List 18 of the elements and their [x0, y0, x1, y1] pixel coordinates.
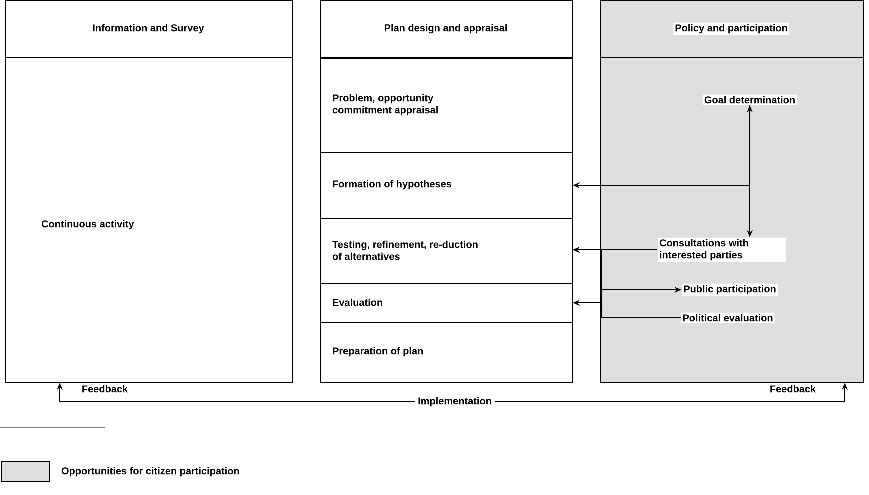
stage-box: Evaluation: [320, 283, 573, 323]
feedback-label: Feedback: [770, 385, 816, 393]
participation-text: Consultations with interested parties: [658, 238, 786, 262]
edge-label: Implementation: [415, 394, 495, 410]
activity-text: Continuous activity: [42, 220, 134, 230]
participation-text: Public participation: [682, 284, 778, 296]
column-heading: Plan design and appraisal: [382, 22, 510, 36]
column-box: [600, 0, 864, 383]
column-heading: Information and Survey: [91, 22, 206, 36]
stage-box: Preparation of plan: [320, 322, 573, 383]
feedback-label: Feedback: [82, 385, 128, 393]
stage-box: Problem, opportunity commitment appraisal: [320, 58, 573, 153]
column-heading: Policy and participation: [674, 22, 790, 36]
participation-text: Political evaluation: [681, 312, 775, 324]
column-box: [4, 0, 293, 383]
stage-box: Testing, refinement, re-duction of alternatives: [320, 218, 573, 284]
legend-text: Opportunities for citizen participation: [62, 467, 240, 477]
stage-box: Formation of hypotheses: [320, 152, 573, 219]
